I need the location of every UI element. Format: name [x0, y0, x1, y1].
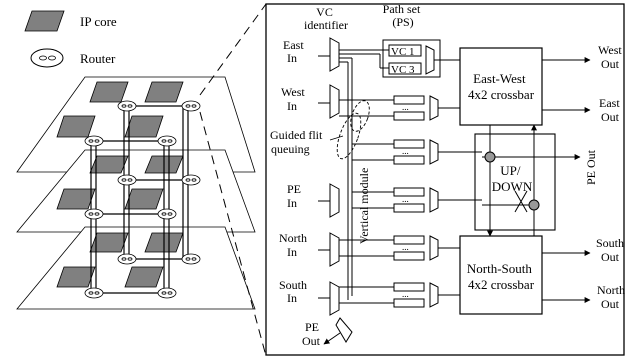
- buffer-dots: ...: [402, 242, 409, 252]
- ip-core: [144, 81, 184, 103]
- output-arrows: [542, 57, 591, 303]
- junction-node: [528, 199, 540, 211]
- router: [84, 135, 104, 147]
- up-down-wiring: [482, 124, 581, 237]
- vc-identifier-east: [329, 37, 340, 72]
- vc-identifier-north: [329, 232, 340, 267]
- buffer-pairs: [393, 95, 439, 308]
- router: [181, 100, 201, 112]
- buffer-pair-west: [393, 95, 439, 121]
- up-down-module: [474, 133, 556, 231]
- routers: [84, 100, 201, 299]
- up-down-label: UP/ DOWN: [492, 163, 533, 194]
- ip-core-legend-label: IP core: [80, 14, 117, 29]
- ip-core: [56, 188, 96, 210]
- buffer-feed-lines: [339, 99, 482, 304]
- buffer-pair-south: [393, 282, 439, 308]
- router: [157, 135, 177, 147]
- ip-core: [56, 266, 96, 288]
- router: [84, 287, 104, 299]
- vc-identifiers: [329, 37, 340, 316]
- zoom-lines: [199, 3, 267, 357]
- vc-identifier-pe: [329, 183, 340, 218]
- buffer-dots: ...: [402, 146, 409, 156]
- vertical-module-label: Vertical module: [357, 168, 371, 244]
- buffer-dots: ... ... ... ... ...: [402, 102, 409, 299]
- vc3-label: VC 3: [391, 64, 415, 76]
- east-west-crossbar-label: East-West 4x2 crossbar: [468, 71, 535, 102]
- guided-flit-queuing-label: Guided flit queuing: [270, 128, 325, 156]
- east-west-crossbar: [459, 47, 543, 126]
- guided-flit-ellipses: [336, 100, 370, 160]
- router: [157, 287, 177, 299]
- buffer-pair-north: [393, 235, 439, 261]
- path-set-vcs: [388, 44, 435, 75]
- router-detail-frame: [265, 3, 625, 356]
- pe-out-arrow: [323, 332, 341, 345]
- vc-identifier-south: [329, 281, 340, 316]
- router: [181, 174, 201, 186]
- buffer-pair-guided-2: [393, 187, 439, 213]
- ip-core: [124, 188, 164, 210]
- vc1-label: VC 1: [391, 46, 415, 58]
- router: [181, 253, 201, 265]
- router-legend-icon: [30, 48, 64, 68]
- junction-node: [484, 151, 496, 163]
- guided-flit-pointer: [329, 135, 344, 141]
- buffer-dots: ...: [402, 289, 409, 299]
- north-south-crossbar: [459, 235, 543, 315]
- ip-core-legend-icon: [24, 10, 65, 32]
- path-set-box: [382, 39, 441, 78]
- ip-core: [124, 115, 164, 138]
- router: [157, 208, 177, 220]
- buffer-dots: ...: [402, 102, 409, 112]
- legend: IP core Router: [24, 10, 117, 68]
- buffer-pair-guided-1: [393, 139, 439, 165]
- pe-out-bottom-label: PE Out: [302, 320, 322, 348]
- router: [117, 253, 137, 265]
- pe-out-right-label: PE Out: [584, 149, 598, 185]
- ip-core: [89, 232, 129, 253]
- ip-core: [124, 266, 164, 288]
- vc-identifier-west: [329, 84, 340, 119]
- ip-core: [89, 81, 129, 103]
- pe-out-mux: [335, 317, 353, 343]
- noc-3d-stack: [16, 76, 256, 310]
- buffer-dots: ...: [402, 194, 409, 204]
- ip-core: [89, 155, 129, 174]
- ip-core: [56, 115, 96, 138]
- path-set-mux: [425, 45, 435, 75]
- path-set-label: Path set (PS): [383, 2, 424, 29]
- router: [84, 208, 104, 220]
- north-south-crossbar-label: North-South 4x2 crossbar: [467, 261, 535, 292]
- router-legend-label: Router: [80, 51, 116, 66]
- horizontal-links: [102, 105, 183, 294]
- input-lines: [318, 55, 330, 299]
- vc-identifier-label: VC identifier: [304, 5, 348, 32]
- router: [117, 174, 137, 186]
- router: [117, 100, 137, 112]
